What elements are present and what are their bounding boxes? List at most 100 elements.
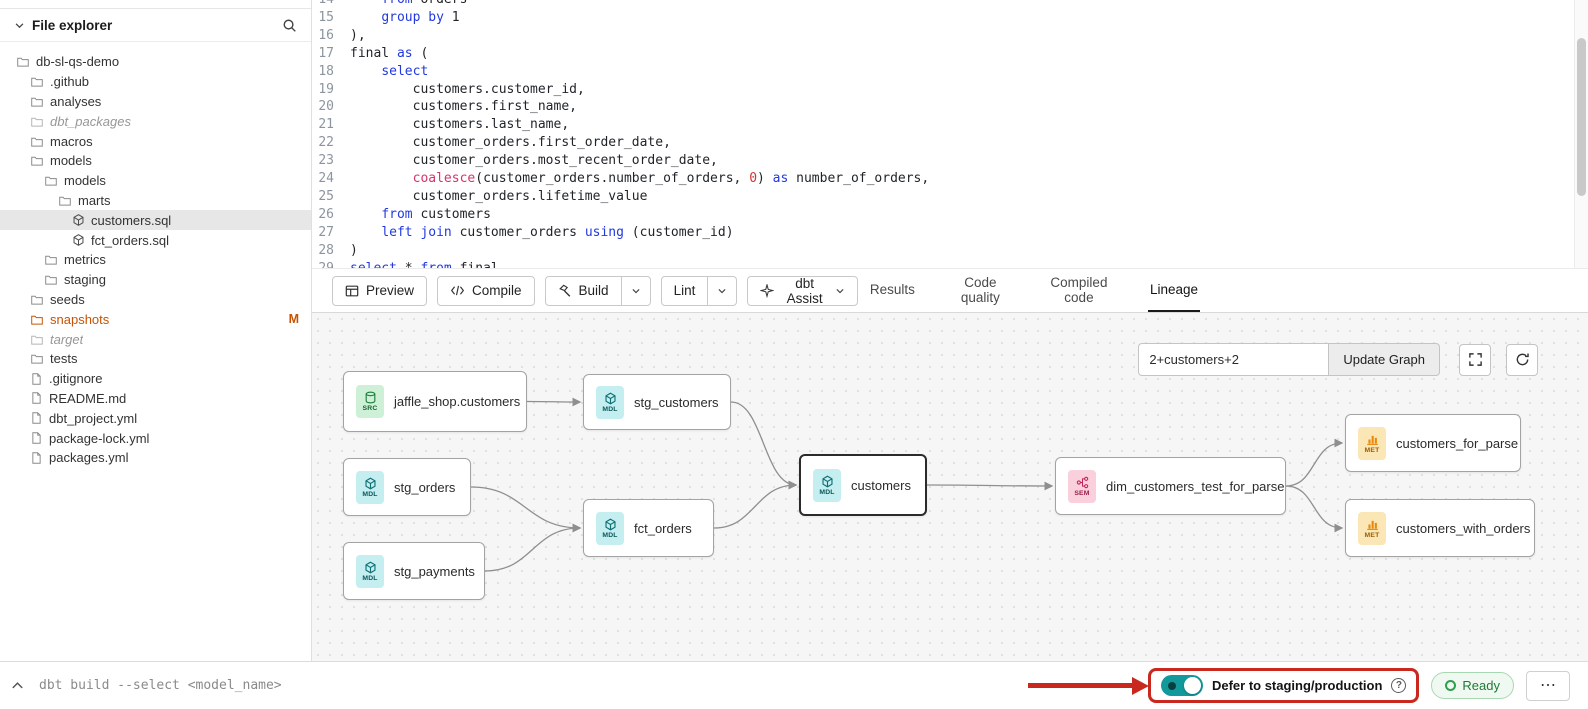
defer-toggle[interactable] [1160, 675, 1203, 696]
code-line-25: 25 customer_orders.lifetime_value [312, 188, 1588, 206]
line-number: 27 [318, 224, 334, 240]
tree-item-dbt-project.yml[interactable]: dbt_project.yml [0, 408, 311, 428]
tab-results[interactable]: Results [868, 269, 917, 312]
tree-item-.github[interactable]: .github [0, 72, 311, 92]
chevron-up-icon[interactable] [10, 678, 25, 693]
mdl-node-icon: MDL [596, 385, 624, 419]
tree-item-customers.sql[interactable]: customers.sql [0, 210, 311, 231]
node-label: customers_for_parse [1396, 435, 1519, 451]
tree-item-readme.md[interactable]: README.md [0, 389, 311, 409]
tree-item-label: staging [64, 272, 106, 288]
tree-item-label: package-lock.yml [49, 430, 150, 446]
lint-label: Lint [673, 283, 696, 298]
compile-button[interactable]: Compile [437, 275, 535, 306]
tab-lineage[interactable]: Lineage [1147, 269, 1200, 312]
tree-item-analyses[interactable]: analyses [0, 92, 311, 112]
lineage-controls: Update Graph [1138, 343, 1538, 376]
tab-compiled-code[interactable]: Compiled code [1044, 269, 1114, 312]
line-number: 20 [318, 99, 334, 115]
code-line-29: 29select * from final [312, 260, 1588, 268]
tree-item-packages.yml[interactable]: packages.yml [0, 448, 311, 468]
dbt-assist-button[interactable]: dbt Assist [747, 275, 858, 306]
file-icon [30, 391, 43, 405]
tree-item-models[interactable]: models [0, 171, 311, 191]
tree-item-seeds[interactable]: seeds [0, 290, 311, 310]
editor-scrollbar[interactable] [1574, 0, 1588, 268]
fullscreen-button[interactable] [1459, 343, 1491, 376]
tree-item-.gitignore[interactable]: .gitignore [0, 369, 311, 389]
folder-icon [16, 55, 30, 68]
tree-item-macros[interactable]: macros [0, 131, 311, 151]
tree-item-marts[interactable]: marts [0, 191, 311, 211]
folder-icon [30, 313, 44, 326]
refresh-icon [1515, 352, 1530, 367]
tree-item-label: .github [50, 74, 90, 90]
tree-item-label: seeds [50, 291, 85, 307]
folder-icon [30, 154, 44, 167]
preview-button[interactable]: Preview [332, 275, 428, 306]
defer-toggle-group: Defer to staging/production ? [1147, 668, 1420, 703]
tree-item-label: snapshots [50, 311, 110, 327]
tree-item-fct-orders.sql[interactable]: fct_orders.sql [0, 230, 311, 250]
tree-item-label: README.md [49, 390, 127, 406]
line-number: 29 [312, 260, 350, 268]
line-number: 24 [318, 171, 334, 187]
file-explorer-panel: File explorer db-sl-qs-demo .github analys… [0, 0, 312, 661]
help-icon[interactable]: ? [1391, 678, 1407, 693]
search-icon[interactable] [282, 18, 297, 33]
command-input[interactable] [37, 677, 497, 694]
editor-scrollbar-thumb[interactable] [1577, 38, 1586, 196]
tree-item-metrics[interactable]: metrics [0, 250, 311, 270]
code-line-16: 16), [312, 27, 1588, 45]
tree-item-label: .gitignore [49, 371, 103, 387]
tree-item-tests[interactable]: tests [0, 349, 311, 369]
tree-item-label: tests [50, 351, 78, 367]
tree-item-dbt-packages[interactable]: dbt_packages [0, 111, 311, 131]
lint-dropdown-button[interactable] [708, 275, 738, 306]
lint-button-group: Lint [660, 275, 738, 306]
code-line-26: 26 from customers [312, 206, 1588, 224]
build-dropdown-button[interactable] [621, 275, 651, 306]
tree-item-staging[interactable]: staging [0, 270, 311, 290]
update-graph-button[interactable]: Update Graph [1328, 343, 1440, 376]
file-explorer-header: File explorer [0, 8, 311, 42]
lineage-selector-input[interactable] [1138, 343, 1329, 376]
build-button[interactable]: Build [544, 275, 622, 306]
file-explorer-title: File explorer [32, 17, 113, 33]
node-label: dim_customers_test_for_parse [1106, 478, 1285, 494]
folder-icon [44, 253, 58, 266]
src-node-icon: SRC [356, 385, 384, 418]
folder-icon [30, 293, 44, 306]
chevron-down-icon [631, 286, 641, 296]
refresh-button[interactable] [1506, 343, 1538, 376]
more-menu-button[interactable]: ⋯ [1526, 670, 1570, 701]
folder-icon [30, 95, 44, 108]
compile-label: Compile [472, 283, 522, 298]
tree-item-label: models [64, 173, 106, 189]
lint-button[interactable]: Lint [660, 275, 709, 306]
dbt-assist-label: dbt Assist [786, 275, 823, 306]
line-number: 15 [318, 9, 334, 25]
tree-item-target[interactable]: target [0, 329, 311, 349]
sparkle-icon [760, 283, 775, 298]
node-label: jaffle_shop.customers [394, 394, 521, 409]
node-label: customers [851, 477, 911, 493]
tab-code-quality[interactable]: Code quality [951, 269, 1010, 312]
tree-item-db-sl-qs-demo[interactable]: db-sl-qs-demo [0, 52, 311, 72]
tree-item-models[interactable]: models [0, 151, 311, 171]
lineage-node-jaffle_shop_customers[interactable]: SRC jaffle_shop.customers [343, 371, 527, 432]
tree-item-package-lock.yml[interactable]: package-lock.yml [0, 428, 311, 448]
chevron-down-icon[interactable] [14, 20, 25, 31]
